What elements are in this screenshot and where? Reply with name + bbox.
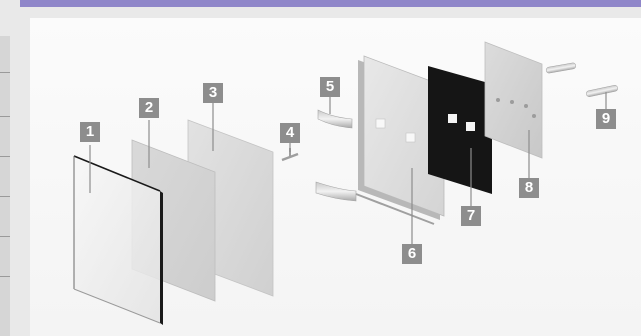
back-plate-screw [532, 114, 536, 118]
label-9: 9 [596, 109, 616, 129]
edge-tick [0, 72, 10, 73]
plate-slot-left [448, 114, 457, 123]
label-4: 4 [280, 123, 300, 143]
exploded-view-diagram: 1 2 3 4 5 6 7 8 9 [30, 18, 641, 336]
label-7: 7 [461, 206, 481, 226]
accent-top-bar [20, 0, 641, 7]
label-3: 3 [203, 83, 223, 103]
edge-tick [0, 236, 10, 237]
part-9-standoff-upper [546, 62, 577, 73]
back-plate-screw [510, 100, 514, 104]
label-8: 8 [519, 178, 539, 198]
part-8-back-plate [485, 42, 542, 158]
label-6: 6 [402, 244, 422, 264]
edge-tick [0, 116, 10, 117]
label-1: 1 [80, 122, 100, 142]
board-cutout-left [376, 119, 385, 128]
exploded-view-illustration [30, 18, 641, 336]
edge-tick [0, 156, 10, 157]
edge-tick [0, 196, 10, 197]
edge-tick [0, 276, 10, 277]
plate-slot-right [466, 122, 475, 131]
part-9-standoff-lower [586, 85, 619, 98]
part-5-upper-clip [318, 110, 352, 128]
glass-edge [160, 191, 163, 325]
left-edge-panel [0, 36, 10, 336]
label-5: 5 [320, 77, 340, 97]
back-plate-screw [496, 98, 500, 102]
board-cutout-right [406, 133, 415, 142]
label-2: 2 [139, 98, 159, 118]
part-7-black-plate [428, 66, 492, 194]
part-5-lower-clip [316, 182, 356, 201]
back-plate-screw [524, 104, 528, 108]
